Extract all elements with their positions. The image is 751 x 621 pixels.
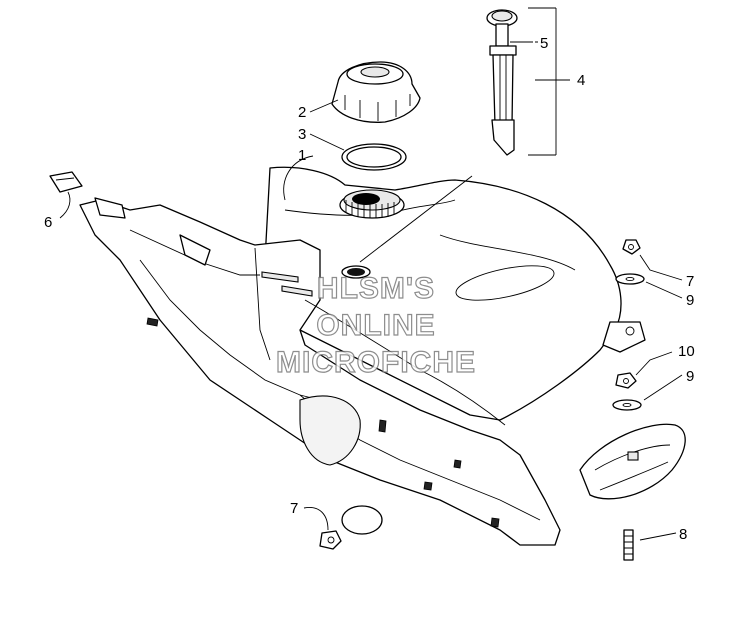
nut-10[interactable]: [615, 372, 637, 389]
callout-3: 3: [298, 126, 306, 143]
bolt[interactable]: [623, 529, 634, 561]
fuel-tank[interactable]: [264, 166, 646, 421]
callout-2: 2: [298, 104, 306, 121]
callout-10: 10: [678, 343, 695, 360]
callout-9-lower: 9: [686, 368, 694, 385]
callout-labels: 1 2 3 5 4 6 7 9 10 9 8 7: [44, 35, 695, 543]
tank-pad-plate[interactable]: [579, 423, 686, 500]
callout-6: 6: [44, 214, 52, 231]
callout-7-upper: 7: [686, 273, 694, 290]
panel-clip[interactable]: [49, 171, 83, 193]
lower-spacer[interactable]: [341, 505, 383, 535]
fuel-gauge-sender[interactable]: [486, 9, 518, 156]
watermark: HLSM'S ONLINE MICROFICHE: [275, 271, 476, 379]
callout-1: 1: [298, 147, 306, 164]
leader-lines: [59, 7, 683, 541]
callout-9-upper: 9: [686, 292, 694, 309]
washer-lower[interactable]: [612, 399, 642, 411]
nut-upper[interactable]: [622, 239, 641, 255]
watermark-line-2: ONLINE: [316, 309, 435, 342]
callout-4: 4: [577, 72, 585, 89]
watermark-line-3: MICROFICHE: [276, 346, 476, 379]
nut-lower[interactable]: [319, 530, 342, 550]
callout-5: 5: [540, 35, 548, 52]
gas-cap[interactable]: [331, 61, 421, 123]
side-shroud-panel[interactable]: [79, 197, 561, 546]
watermark-line-1: HLSM'S: [317, 272, 435, 305]
washer-upper[interactable]: [615, 273, 645, 285]
cap-gasket-ring[interactable]: [341, 143, 407, 171]
callout-7-lower: 7: [290, 500, 298, 517]
callout-8: 8: [679, 526, 687, 543]
